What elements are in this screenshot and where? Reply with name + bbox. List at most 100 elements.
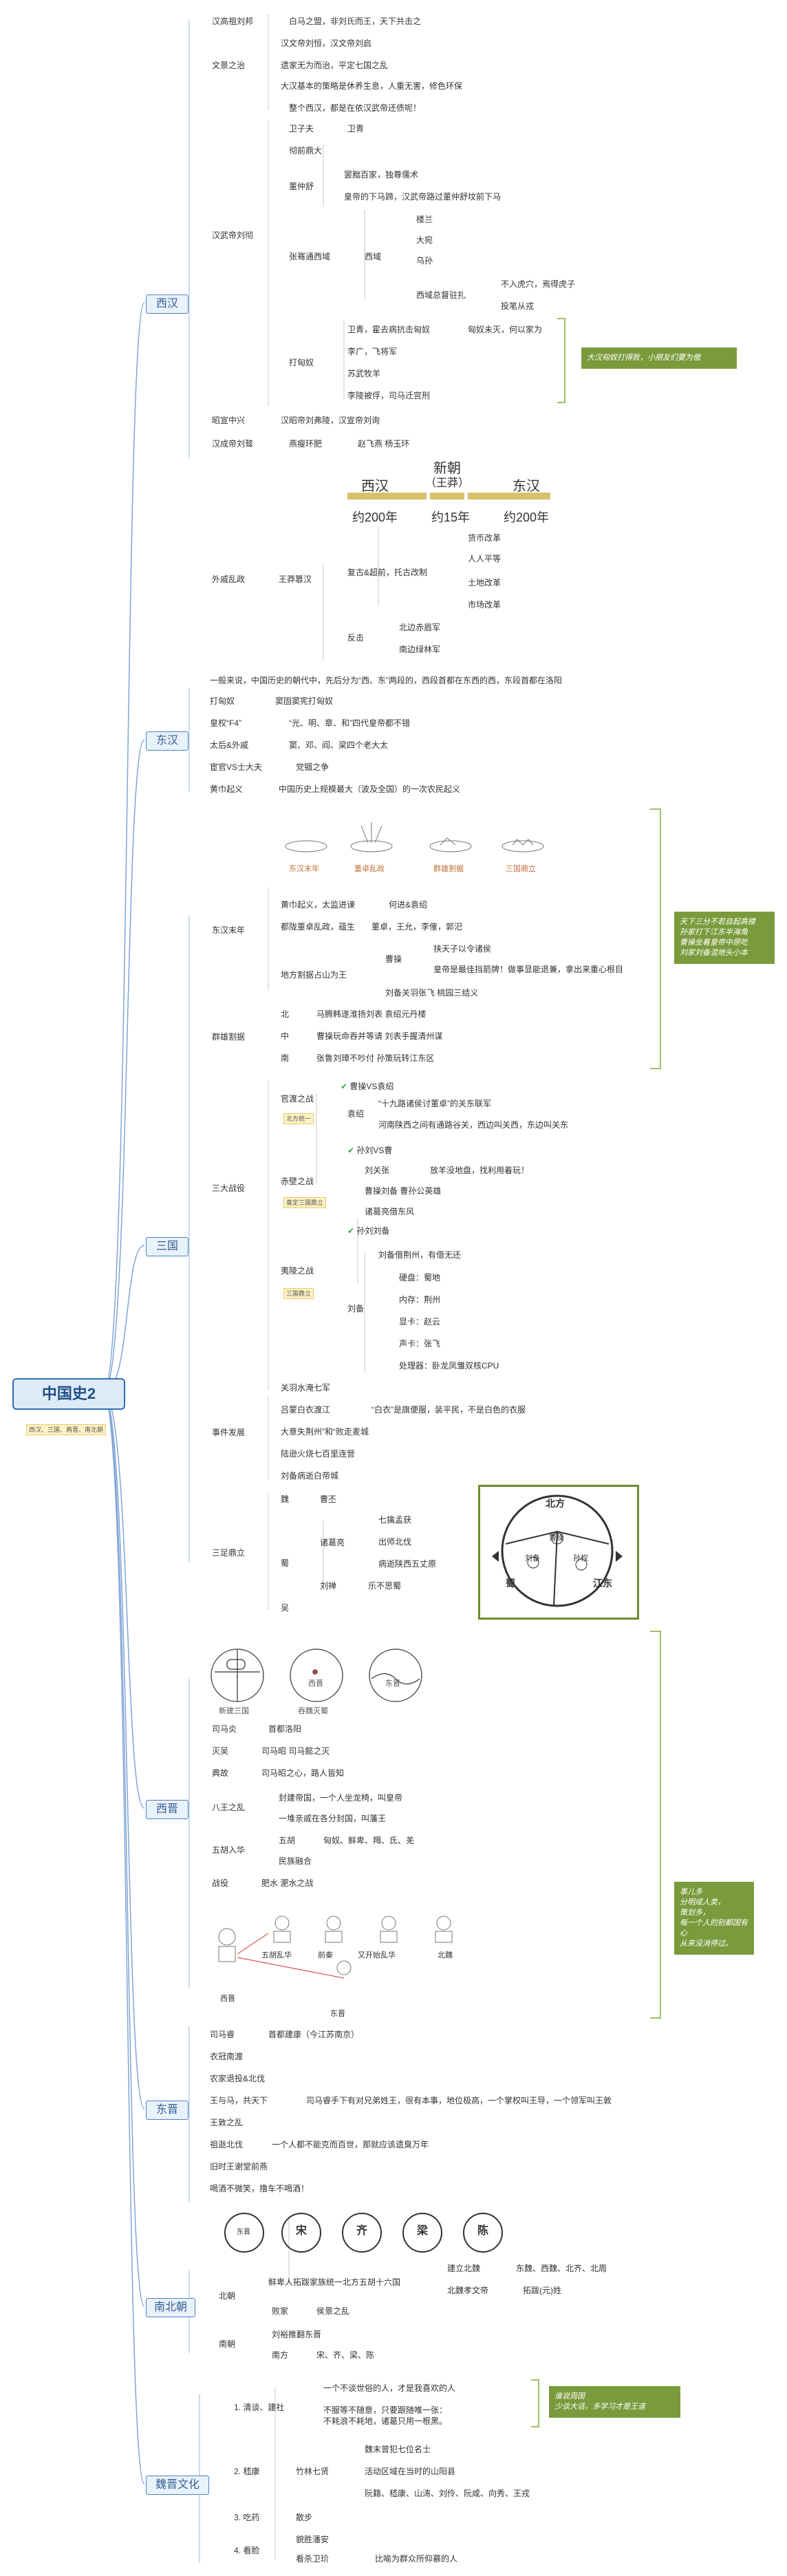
bawang: 八王之乱 (212, 1803, 246, 1812)
nb-pic-5: 陈 (477, 2225, 489, 2237)
wenjing-item-2: 大汉基本的策略是休养生息，人重无害，修色环保 (281, 81, 463, 91)
sanguo-map (492, 1494, 623, 1607)
dhmn-item-6: 曹操 (385, 954, 402, 964)
era-bar-1 (347, 493, 427, 500)
scene-3: 又开始乱华 (358, 1951, 396, 1960)
map-label-shu: 蜀 (506, 1578, 515, 1589)
g3: 3. 吃药 (234, 2513, 260, 2522)
g2-item-1: 魏末曾犯七位名士 (365, 2445, 431, 2454)
bc-b-v: 拓跋(元)姓 (523, 2286, 561, 2295)
sanguo-pic-3: 群雄割据 (433, 865, 464, 873)
scene-2: 前秦 (318, 1951, 333, 1960)
wudi: 汉武帝刘彻 (212, 230, 254, 240)
dhmn-item-9: 刘备关羽张飞 桃园三结义 (385, 988, 479, 998)
g3-v: 散步 (296, 2513, 313, 2522)
dx-sub: 匈奴未灭，何以家为 (468, 325, 543, 334)
xiyu-item-2: 大宛 (416, 235, 433, 245)
dx-item-3: 苏武牧羊 (347, 369, 381, 378)
map-label-liubei: 刘备 (525, 1554, 540, 1563)
scene-6: 东晋 (330, 2010, 345, 2018)
xijin-note: 事儿多 分明成人类， 策划多， 每一个人的别都国有心 从来没消停过。 (674, 1882, 754, 1955)
dx-item-4: 李陵被俘，司马迁宫刑 (347, 391, 431, 400)
wh-item-3: 民族融合 (279, 1856, 312, 1866)
shijian: 事件发展 (212, 1428, 246, 1437)
chibi: 赤壁之战 (281, 1177, 314, 1186)
xiyu-item-3: 乌孙 (416, 256, 433, 266)
wangmang: 王莽篡汉 (279, 575, 312, 584)
xj-k-1: 司马炎 (212, 1724, 237, 1734)
era-year-1: 约200年 (352, 511, 398, 524)
wudi-b: 彻前鼎大 (289, 146, 323, 155)
map-label-jiangdong: 江东 (593, 1578, 612, 1589)
dx-item-2: 李广，飞将军 (347, 347, 398, 356)
fankang: 反击 (347, 633, 365, 643)
dhmn-item-7: 挟天子以令诸侯 (433, 944, 492, 954)
yiling-sub: 刘备 (347, 1304, 365, 1313)
branch-donghan[interactable]: 东汉 (146, 731, 188, 751)
wm-a: 复古&超前，托古改制 (347, 568, 428, 577)
nanbei-illustrations (224, 2213, 503, 2253)
nanchao: 南朝 (219, 2339, 236, 2349)
sj-item-4: 大意失荆州”和“败走麦城 (281, 1427, 369, 1437)
gaozu: 汉高祖刘邦 (212, 17, 254, 26)
root-topic[interactable]: 中国史2 (12, 1378, 125, 1410)
wuhu: 五胡入华 (212, 1845, 246, 1855)
dx-note: 大汉匈奴打得败，小朋友们要为傲 (581, 347, 737, 369)
yl-item-4: 声卡：张飞 (399, 1339, 441, 1349)
guandu-sub: 袁绍 (347, 1109, 365, 1119)
dh-k-2: 皇权“F4” (210, 718, 241, 728)
yuancheng-v: 燕瘦环肥 (289, 439, 323, 449)
gaozu-item-1: 白马之盟，非刘氏而王，天下共击之 (289, 17, 422, 26)
dong-item-2: 皇帝的下马蹄，汉武帝路过董仲舒坟前下马 (344, 192, 502, 202)
chibi-sub: 放羊没地盘，找利用着玩！ (430, 1166, 530, 1175)
era-bar-3 (468, 493, 550, 500)
yiling: 夷陵之战 (281, 1266, 314, 1276)
xijin-pic-2: 吞魏灭蜀 (298, 1707, 328, 1715)
branch-sanguo[interactable]: 三国 (146, 1237, 188, 1256)
wm-item-3: 土地改革 (468, 578, 502, 588)
chibi-r: ✔ 孙刘VS曹 (347, 1146, 393, 1155)
bc-a: 建立北魏 (447, 2264, 481, 2273)
sanzudingli: 三足鼎立 (212, 1548, 246, 1558)
dong-item-1: 罢黜百家，独尊儒术 (344, 170, 419, 180)
xijin-bracket (650, 1631, 661, 2019)
bc-a-v: 东魏、西魏、北齐、北周 (516, 2264, 607, 2273)
sj-item-6: 刘备病逝白帝城 (281, 1471, 339, 1481)
fk-item-2: 南边绿林军 (399, 645, 441, 654)
sanguo-pic-2: 董卓乱政 (354, 865, 385, 873)
map-label-north: 北方 (546, 1498, 565, 1509)
dhmn-item-3: 都陇董卓乱政，蕴生 (281, 922, 356, 932)
wei-r: 曹丕 (320, 1494, 337, 1504)
daxiongnu: 打匈奴 (289, 358, 314, 367)
chibi-item-2: 曹操刘备 曹孙公英雄 (365, 1186, 442, 1196)
zhanyi-v: 肥水 淝水之战 (261, 1878, 314, 1888)
sanguo-map-frame (478, 1485, 639, 1620)
branch-dongjin[interactable]: 东晋 (146, 2101, 188, 2120)
xj-v-2: 司马昭 司马懿之灭 (261, 1746, 330, 1756)
xiyu-item-1: 楼兰 (416, 215, 433, 224)
xiyu: 西域 (365, 252, 382, 261)
dj-k-1: 司马睿 (210, 2030, 235, 2039)
dh-k-4: 宦官VS士大夫 (210, 762, 263, 772)
branch-nanbei[interactable]: 南北朝 (146, 2298, 195, 2317)
g2-item-2: 活动区域在当时的山阳县 (365, 2467, 456, 2476)
era-xihan: 西汉 (361, 479, 389, 494)
g4: 4. 看脸 (234, 2546, 260, 2555)
branch-xijin[interactable]: 西晋 (146, 1800, 188, 1819)
dh-v-3: 窦、邓、阎、梁四个老大太 (289, 740, 389, 750)
weijin-note: 谁说周国 少谈大话，多学习才是王道 (549, 2386, 680, 2418)
dj-k-6: 祖逖北伐 (210, 2140, 244, 2149)
branch-weijin[interactable]: 魏晋文化 (146, 2476, 209, 2495)
shu-item-2: 出师北伐 (378, 1537, 412, 1547)
g1: 1. 清谈、建社 (234, 2403, 285, 2412)
bw-item-1: 封建帝国，一个人坐龙椅，叫皇帝 (279, 1793, 403, 1803)
zhangqian: 张骞通西域 (289, 252, 331, 261)
nc-b: 南方 (272, 2350, 289, 2360)
map-label-caocao: 曹操 (549, 1534, 564, 1542)
g2-item-3: 阮籍、嵇康、山涛、刘伶、阮咸、向秀、王戎 (365, 2489, 530, 2498)
dongzhongshu: 董仲舒 (289, 182, 314, 191)
nb-pic-4: 梁 (417, 2225, 429, 2237)
branch-xihan[interactable]: 西汉 (146, 294, 188, 314)
xijin-pic-1: 新建三国 (219, 1707, 249, 1715)
